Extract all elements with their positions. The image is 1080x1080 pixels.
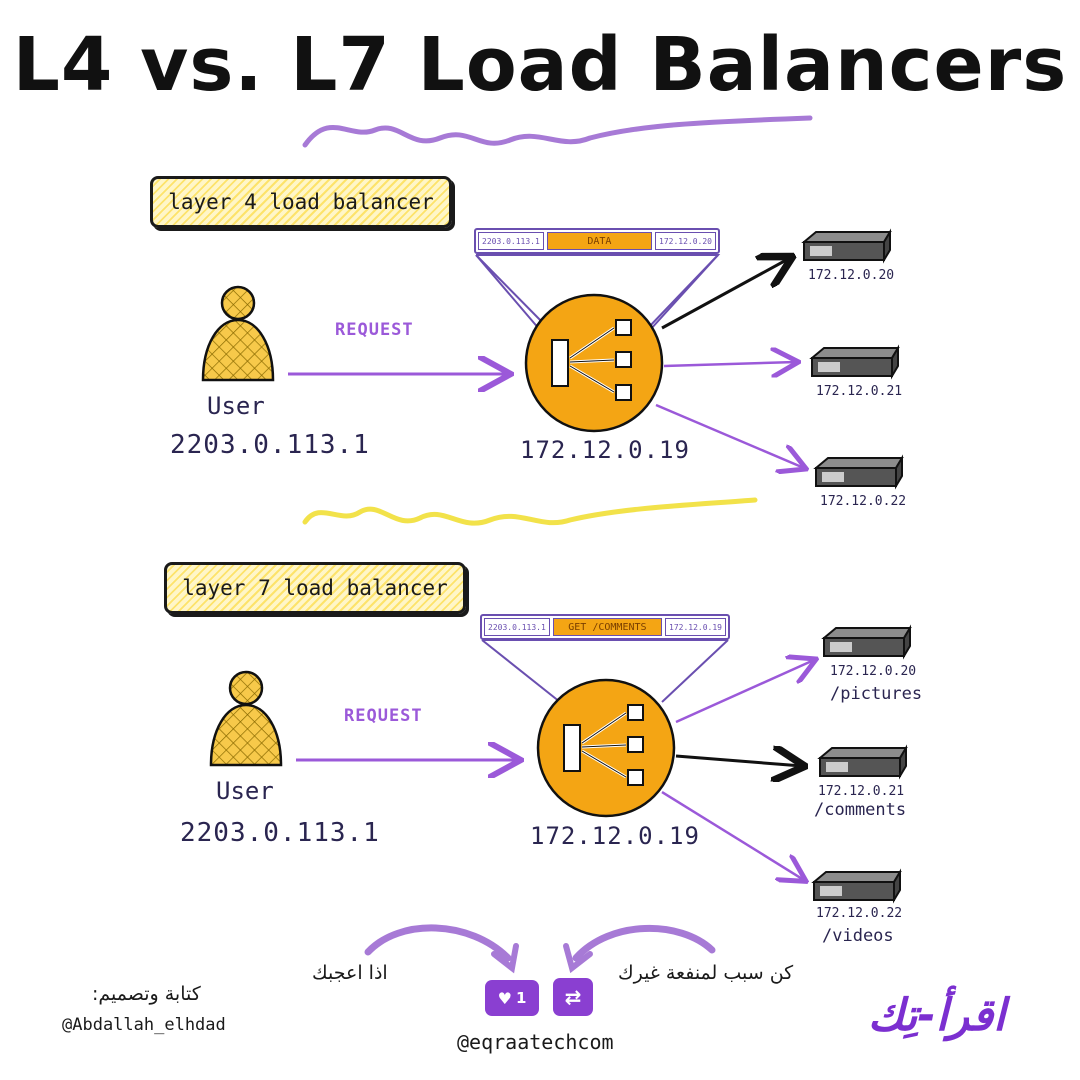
- l4-user-ip: 2203.0.113.1: [170, 430, 370, 460]
- l7-packet-data: GET /COMMENTS: [552, 618, 663, 636]
- l7-server-3: [811, 868, 902, 904]
- l7-server-1-ip: 172.12.0.20: [830, 664, 917, 679]
- l4-section-label: layer 4 load balancer: [150, 176, 452, 228]
- l7-server-2: [817, 744, 908, 780]
- l7-balancer-ip: 172.12.0.19: [530, 822, 700, 850]
- like-count: 1: [515, 989, 527, 1007]
- heart-icon: ♥: [497, 988, 512, 1008]
- l7-server-2-path: /comments: [814, 800, 907, 820]
- divider-squiggle: [302, 497, 758, 526]
- l7-user-figure: [209, 670, 283, 767]
- l4-user-label: User: [207, 392, 265, 420]
- l7-server-2-ip: 172.12.0.21: [818, 784, 905, 799]
- l7-server-1: [821, 624, 912, 660]
- l7-user-ip: 2203.0.113.1: [180, 818, 380, 848]
- l7-packet-src: 2203.0.113.1: [484, 618, 550, 636]
- l4-packet-dst: 172.12.0.20: [655, 232, 716, 250]
- l4-balancer-ip: 172.12.0.19: [520, 436, 690, 464]
- l7-section-label: layer 7 load balancer: [164, 562, 466, 614]
- like-prompt-text: اذا اعجبك: [312, 962, 388, 984]
- l4-arrow-server-2: [663, 362, 796, 366]
- l7-arrow-server-3: [661, 790, 804, 880]
- l4-server-3: [813, 454, 904, 490]
- l4-server-3-ip: 172.12.0.22: [820, 494, 907, 509]
- share-curve-arrow: [572, 924, 716, 962]
- share-prompt-text: كن سبب لمنفعة غيرك: [618, 962, 794, 984]
- l7-server-3-path: /videos: [822, 926, 894, 946]
- l7-balancer-circle: [536, 678, 676, 818]
- l4-server-1-ip: 172.12.0.20: [808, 268, 895, 283]
- l4-arrow-server-1: [661, 258, 790, 330]
- like-button[interactable]: ♥ 1: [485, 980, 539, 1016]
- like-curve-arrow: [364, 924, 512, 962]
- title-squiggle: [302, 115, 813, 148]
- l4-request-label: REQUEST: [335, 320, 414, 340]
- l7-packet: 2203.0.113.1 GET /COMMENTS 172.12.0.19: [480, 614, 730, 640]
- l4-server-1: [801, 228, 892, 264]
- l7-server-1-path: /pictures: [830, 684, 923, 704]
- l4-arrow-server-3: [655, 403, 804, 468]
- l4-packet-data: DATA: [546, 232, 653, 250]
- l7-arrow-server-1: [675, 660, 814, 724]
- l4-user-figure: [201, 285, 275, 382]
- l7-request-label: REQUEST: [344, 706, 423, 726]
- l4-balancer-circle: [524, 293, 664, 433]
- site-handle: @eqraatechcom: [457, 1030, 614, 1054]
- repost-button[interactable]: ⇄: [553, 978, 593, 1016]
- l4-packet-src: 2203.0.113.1: [478, 232, 544, 250]
- author-handle: @Abdallah_elhdad: [62, 1015, 226, 1035]
- repost-icon: ⇄: [564, 985, 582, 1009]
- l4-server-2: [809, 344, 900, 380]
- author-label: كتابة وتصميم:: [92, 983, 201, 1005]
- page-title: L4 vs. L7 Load Balancers: [12, 22, 1068, 108]
- l7-arrow-server-2: [675, 756, 802, 766]
- l4-server-2-ip: 172.12.0.21: [816, 384, 903, 399]
- l7-packet-dst: 172.12.0.19: [665, 618, 726, 636]
- brand-logo: اقرأ-تِك: [868, 990, 1006, 1041]
- l7-user-label: User: [216, 777, 274, 805]
- l7-server-3-ip: 172.12.0.22: [816, 906, 903, 921]
- l4-packet: 2203.0.113.1 DATA 172.12.0.20: [474, 228, 720, 254]
